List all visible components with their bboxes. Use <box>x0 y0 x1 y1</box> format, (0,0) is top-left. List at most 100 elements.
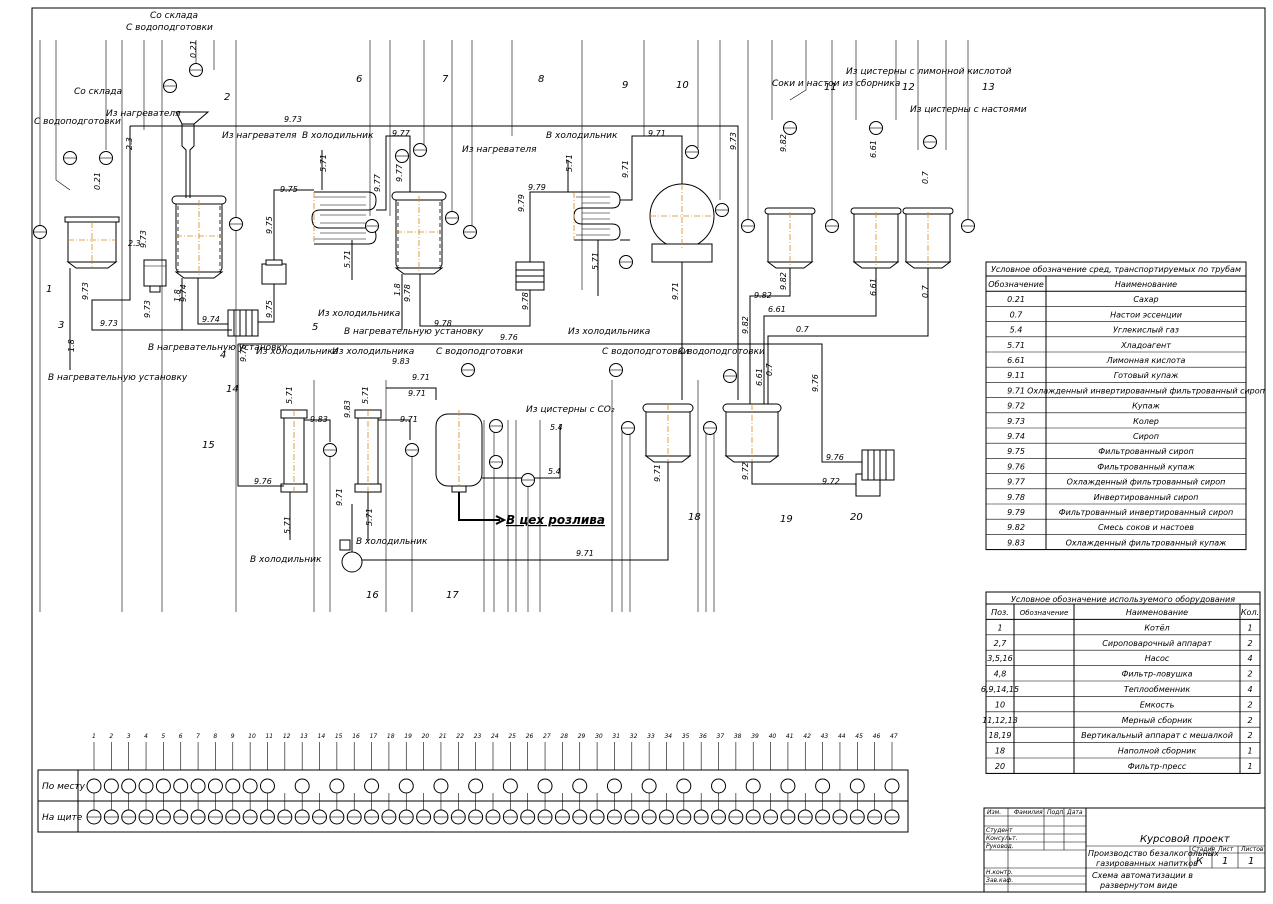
equipment-table-cell: 2 <box>1247 670 1252 679</box>
equipment-table-cell: Котёл <box>1144 623 1169 632</box>
panel-column-number: 33 <box>647 733 655 740</box>
flow-code-label: 6.61 <box>869 278 878 296</box>
panel-column-number: 16 <box>352 733 360 740</box>
equipment-table-cell: Сироповарочный аппарат <box>1102 639 1212 648</box>
flow-code-label: 9.76 <box>254 477 272 486</box>
panel-local-instrument <box>572 778 588 794</box>
equipment-number-5: 5 <box>312 322 318 333</box>
panel-column-number: 47 <box>890 733 898 740</box>
panel-column-number: 8 <box>213 733 217 740</box>
media-table-cell-name: Лимонная кислота <box>1106 356 1186 365</box>
panel-local-instrument <box>398 778 414 794</box>
label-to-bottling: В цех розлива <box>506 513 605 527</box>
label-from-citric: Из цистерны с лимонной кислотой <box>846 67 1012 77</box>
panel-column-number: 27 <box>543 733 551 740</box>
panel-local-instrument <box>259 778 275 794</box>
media-legend-table: Условное обозначение сред, транспортируе… <box>985 261 1265 551</box>
tb-sheet: 1 <box>1222 856 1228 867</box>
tb-col-izm: Изм. <box>987 809 1001 816</box>
panel-local-instrument <box>433 778 449 794</box>
drawing-frame <box>31 7 1266 893</box>
media-table-cell-name: Сироп <box>1133 432 1159 441</box>
equipment-table-cell: 4 <box>1247 685 1252 694</box>
equipment-number-7: 7 <box>442 74 449 85</box>
panel-column-number: 42 <box>803 733 811 740</box>
flow-code-label: 9.72 <box>741 462 750 480</box>
flow-code-label: 0.7 <box>796 325 810 334</box>
flow-code-label: 9.82 <box>741 316 750 334</box>
flow-code-label: 5.71 <box>343 250 352 268</box>
equipment-number-9: 9 <box>622 80 628 91</box>
media-table-cell-code: 9.74 <box>1007 432 1025 441</box>
panel-local-instrument <box>641 778 657 794</box>
panel-local-instrument <box>537 778 553 794</box>
panel-column-number: 17 <box>370 733 378 740</box>
label-from-infusions: Из цистерны с настоями <box>910 105 1027 115</box>
panel-column-number: 34 <box>664 733 672 740</box>
equipment-number-15: 15 <box>202 440 215 451</box>
media-table-cell-name: Готовый купаж <box>1114 371 1179 380</box>
equipment-number-10: 10 <box>676 80 689 91</box>
flow-code-label: 9.73 <box>100 319 118 328</box>
equipment-19-stirrer-apparatus <box>722 403 782 463</box>
flow-code-label: 5.71 <box>319 154 328 172</box>
media-table-cell-name: Охлажденный фильтрованный сироп <box>1067 478 1226 487</box>
flow-code-label: 6.61 <box>768 305 786 314</box>
panel-local-instrument <box>294 778 310 794</box>
panel-local-instrument <box>173 778 189 794</box>
panel-local-instrument <box>780 778 796 794</box>
panel-column-number: 20 <box>422 733 430 740</box>
label-from-water-treat-1: С водоподготовки <box>126 23 213 33</box>
flow-code-label: 5.4 <box>548 467 561 476</box>
flow-code-label: 9.71 <box>408 389 426 398</box>
panel-column-number: 41 <box>786 733 794 740</box>
panel-column-number: 44 <box>838 733 846 740</box>
label-from-co2: Из цистерны с CO₂ <box>526 405 615 415</box>
flow-code-label: 5.71 <box>565 154 574 172</box>
panel-local-instrument <box>502 778 518 794</box>
panel-local-instrument <box>329 778 345 794</box>
flow-code-label: 9.76 <box>500 333 518 342</box>
flow-code-label: 9.73 <box>284 115 302 124</box>
flow-code-label: 9.71 <box>400 415 418 424</box>
flow-code-label: 9.76 <box>239 344 248 362</box>
panel-column-number: 23 <box>474 733 482 740</box>
panel-column-number: 24 <box>491 733 499 740</box>
panel-column-number: 12 <box>283 733 291 740</box>
flow-code-label: 9.77 <box>392 129 411 138</box>
equipment-table-cell: 2 <box>1247 716 1252 725</box>
media-table-cell-code: 9.11 <box>1007 371 1025 380</box>
panel-local-instrument <box>242 778 258 794</box>
panel-column-number: 6 <box>179 733 183 740</box>
flow-code-label: 9.78 <box>403 284 412 302</box>
label-from-warehouse-2: Со склада <box>74 87 122 97</box>
flow-code-label: 2.3 <box>128 239 141 248</box>
panel-column-number: 7 <box>196 733 200 740</box>
flow-code-label: 9.71 <box>653 464 662 482</box>
panel-local-instrument <box>207 778 223 794</box>
equipment-number-19: 19 <box>780 514 793 525</box>
media-table-cell-name: Фильтрованный инвертированный сироп <box>1059 508 1234 517</box>
flow-code-label: 9.71 <box>648 129 666 138</box>
flow-code-label: 9.73 <box>143 300 152 318</box>
equipment-table-cell: 2 <box>1247 700 1252 709</box>
equipment-table-cell: 1 <box>1247 623 1252 632</box>
panel-column-number: 9 <box>231 733 235 740</box>
flow-code-label: 5.71 <box>285 386 294 404</box>
media-table-cell-code: 9.83 <box>1007 538 1025 547</box>
media-table-cell-code: 5.4 <box>1010 326 1023 335</box>
panel-column-number: 36 <box>699 733 707 740</box>
equipment-number-20: 20 <box>850 512 863 523</box>
flow-code-label: 6.61 <box>869 140 878 158</box>
flow-code-label: 9.73 <box>729 132 738 150</box>
equipment-table-cell: Емкость <box>1140 700 1175 709</box>
media-table-cell-code: 9.82 <box>1007 523 1025 532</box>
equipment-8-filter-trap <box>515 261 545 291</box>
media-table-header-name: Наименование <box>1115 280 1177 289</box>
label-from-water-treat-3: С водоподготовки <box>436 347 523 357</box>
panel-local-instrument <box>745 778 761 794</box>
title-block: Изм. Фамилия Подп. Дата Студент Консульт… <box>983 807 1266 893</box>
flow-code-label: 9.74 <box>202 315 220 324</box>
